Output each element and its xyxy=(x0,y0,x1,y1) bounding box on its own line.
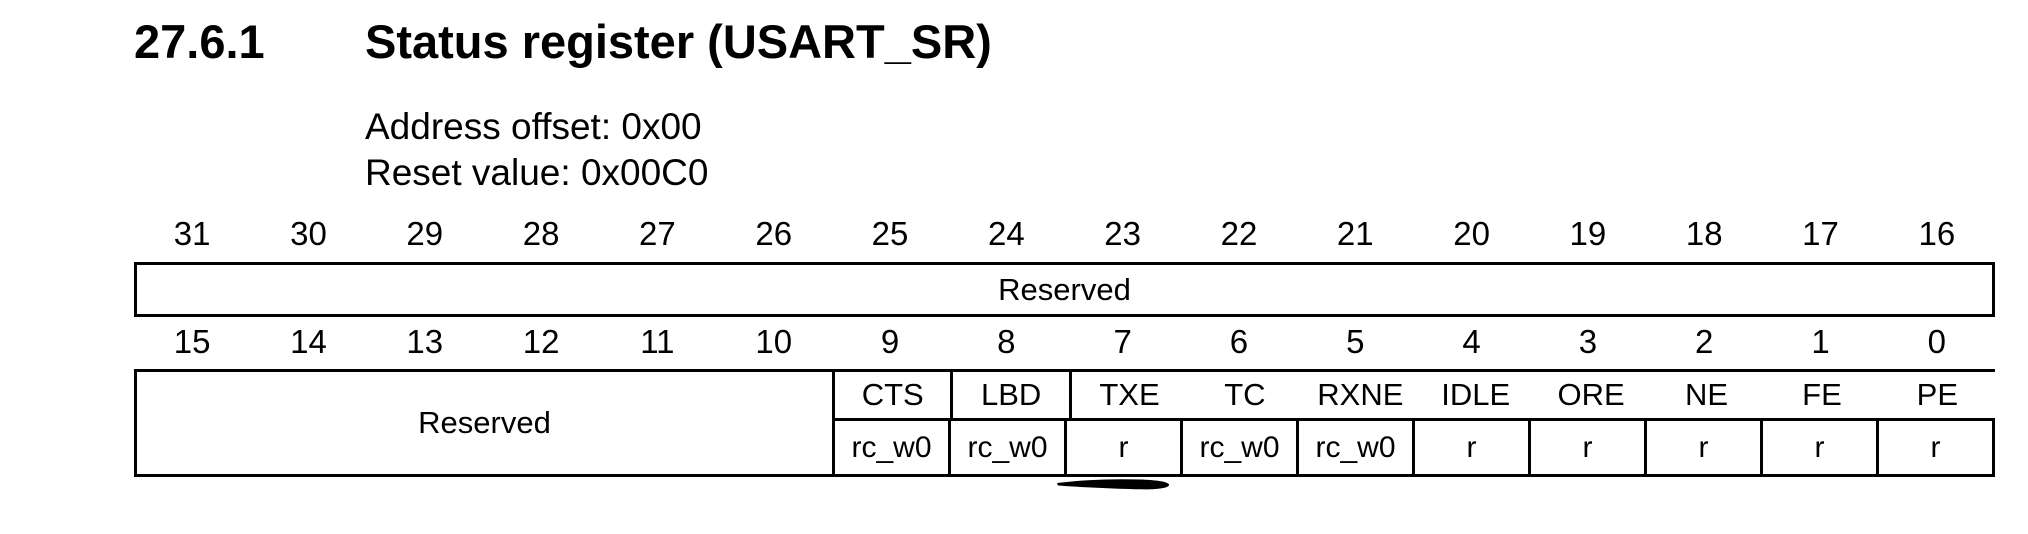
field-access-cell: rc_w0 xyxy=(951,421,1067,474)
bit-number: 9 xyxy=(880,323,900,360)
field-name-cell: NE xyxy=(1685,377,1729,412)
field-name-cell: LBD xyxy=(953,372,1072,418)
bit-number: 21 xyxy=(1336,215,1374,252)
bit-number: 25 xyxy=(871,215,909,252)
bit-number: 8 xyxy=(997,323,1016,360)
bit-number: 20 xyxy=(1453,215,1490,252)
field-name-cell: CTS xyxy=(835,372,954,418)
bit-number: 17 xyxy=(1802,215,1839,252)
bit-number: 22 xyxy=(1220,215,1258,252)
page-title: Status register (USART_SR) xyxy=(365,15,992,68)
field-access-cell: rc_w0 xyxy=(835,421,951,474)
field-name-cell: TXE xyxy=(1099,377,1160,412)
section-number: 27.6.1 xyxy=(134,15,265,68)
field-name-cell: TC xyxy=(1224,377,1266,412)
reset-value-text: Reset value: 0x00C0 xyxy=(365,152,709,193)
reserved-box-high: Reserved xyxy=(134,262,1995,317)
reserved-label-high: Reserved xyxy=(998,271,1131,307)
field-access-cell: r xyxy=(1531,421,1647,474)
bit-number: 12 xyxy=(522,323,560,360)
field-name-cell: PE xyxy=(1916,377,1959,412)
field-access-cell: rc_w0 xyxy=(1299,421,1415,474)
field-name-cell: IDLE xyxy=(1441,377,1511,412)
reserved-cell-low: Reserved xyxy=(137,372,835,474)
bit-number: 23 xyxy=(1104,215,1142,252)
field-access-cell: rc_w0 xyxy=(1183,421,1299,474)
bit-number: 26 xyxy=(755,215,793,252)
bit-number: 31 xyxy=(173,215,211,252)
field-access-cell: r xyxy=(1879,421,1995,474)
bit-number: 10 xyxy=(755,323,793,360)
bit-number: 11 xyxy=(640,323,675,360)
section-heading: 27.6.1 Status register (USART_SR) xyxy=(134,14,992,69)
bit-number: 2 xyxy=(1695,323,1714,360)
bit-number: 7 xyxy=(1113,323,1132,360)
address-offset-text: Address offset: 0x00 xyxy=(365,106,702,147)
bit-number: 0 xyxy=(1927,323,1947,360)
bit-numbers-row-high: 31 30 29 28 27 26 25 24 23 22 21 20 19 18 17 16 xyxy=(134,212,1995,256)
bit-number: 24 xyxy=(987,215,1025,252)
bit-number: 19 xyxy=(1569,215,1607,252)
bit-number: 6 xyxy=(1229,323,1249,360)
field-name-cell: FE xyxy=(1802,377,1842,412)
bit-number: 13 xyxy=(406,323,444,360)
field-name-cell: RXNE xyxy=(1317,377,1404,412)
field-access-cell: r xyxy=(1763,421,1879,474)
bit-number: 29 xyxy=(406,215,444,252)
bit-number: 27 xyxy=(639,215,676,252)
field-name-cell: ORE xyxy=(1557,377,1625,412)
field-access-cell: r xyxy=(1415,421,1531,474)
register-info: Address offset: 0x00 Reset value: 0x00C0 xyxy=(365,104,708,196)
field-access-cell: r xyxy=(1067,421,1183,474)
bit-number: 5 xyxy=(1346,323,1365,360)
reserved-label-low: Reserved xyxy=(418,405,551,440)
bit-number: 14 xyxy=(290,323,327,360)
bit-number: 18 xyxy=(1685,215,1723,252)
bit-number: 28 xyxy=(522,215,560,252)
bit-number: 16 xyxy=(1918,215,1956,252)
bit-number: 15 xyxy=(173,323,211,360)
bit-number: 1 xyxy=(1811,323,1830,360)
field-access-cell: r xyxy=(1647,421,1763,474)
bit-number: 30 xyxy=(290,215,327,252)
bit-number: 3 xyxy=(1578,323,1598,360)
pen-annotation-mark xyxy=(1057,479,1170,490)
bit-number: 4 xyxy=(1462,323,1481,360)
